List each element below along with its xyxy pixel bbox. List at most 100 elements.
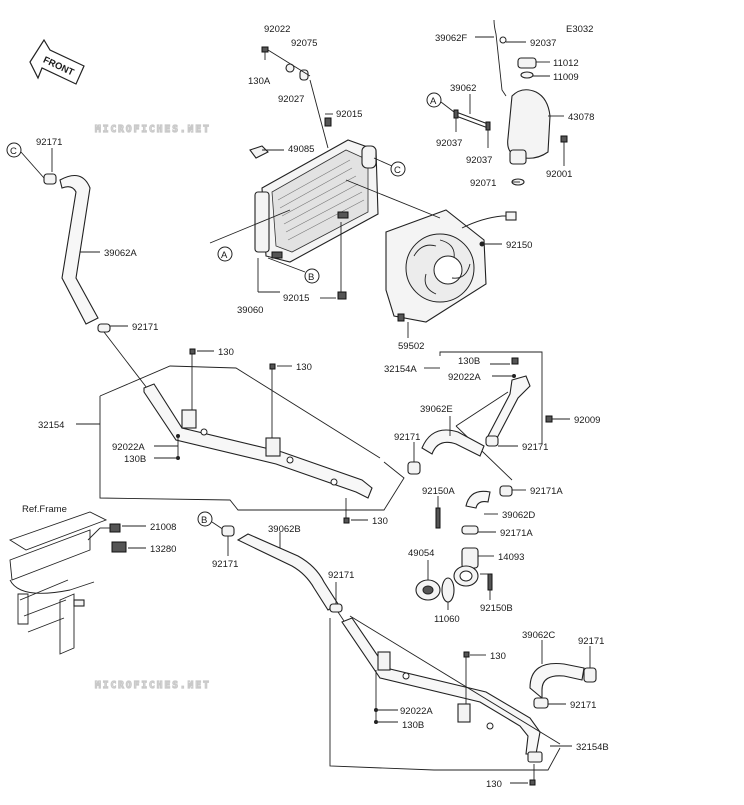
callout-B-hose-label: B	[201, 515, 207, 526]
gasket-11060	[441, 577, 455, 603]
label-11060: 11060	[434, 614, 460, 625]
label-43078: 43078	[568, 112, 594, 123]
callout-C-hose-label: C	[10, 146, 17, 157]
label-130-d: 130	[490, 651, 506, 662]
label-92171-f: 92171	[522, 442, 548, 453]
clamp-92171-b1	[221, 525, 235, 537]
reservoir-tank	[453, 19, 568, 186]
label-130B-right: 130B	[458, 356, 480, 367]
clamp-92171-mid	[97, 323, 111, 333]
label-39062B: 39062B	[268, 524, 301, 535]
label-92171-b2: 92171	[328, 570, 354, 581]
label-92027: 92027	[278, 94, 304, 105]
callout-C-radiator-label: C	[394, 165, 401, 176]
hose-39062C	[529, 662, 585, 700]
callout-A-left	[217, 246, 233, 262]
label-92015-top: 92015	[336, 109, 362, 120]
clamp-92171A-b	[461, 525, 479, 535]
label-49054: 49054	[408, 548, 434, 559]
label-21008: 21008	[150, 522, 176, 533]
label-92171-e: 92171	[394, 432, 420, 443]
clamp-92171A-a	[499, 485, 513, 497]
radiator	[249, 117, 379, 263]
label-92171-b1: 92171	[212, 559, 238, 570]
hose-39062B	[236, 533, 339, 611]
label-92171-c1: 92171	[578, 636, 604, 647]
label-92001: 92001	[546, 169, 572, 180]
callout-C-radiator	[390, 161, 406, 177]
label-92171A-b: 92171A	[500, 528, 533, 539]
label-59502: 59502	[398, 341, 424, 352]
label-130-b: 130	[296, 362, 312, 373]
callout-A-reservoir-label: A	[430, 96, 437, 107]
hose-39062A	[59, 174, 99, 325]
pipe-32154A	[485, 375, 553, 447]
label-14093: 14093	[498, 552, 524, 563]
label-92037-left: 92037	[436, 138, 462, 149]
label-92171-c2: 92171	[570, 700, 596, 711]
label-92037-mid: 92037	[466, 155, 492, 166]
label-92037-top: 92037	[530, 38, 556, 49]
hose-39062D	[465, 490, 491, 509]
label-130B-bottom: 130B	[402, 720, 424, 731]
label-92022A-right: 92022A	[448, 372, 481, 383]
label-92022A-bottom: 92022A	[400, 706, 433, 717]
label-92150A: 92150A	[422, 486, 455, 497]
pipe-assembly-32154	[103, 331, 373, 499]
label-39062F: 39062F	[435, 33, 467, 44]
bracket-21008	[109, 523, 121, 533]
label-92022-top: 92022	[264, 24, 290, 35]
label-32154A: 32154A	[384, 364, 417, 375]
diagram-code: E3032	[566, 24, 593, 35]
label-92075: 92075	[291, 38, 317, 49]
pipe-assembly-32154B	[337, 611, 543, 763]
label-92015-bot: 92015	[283, 293, 309, 304]
label-130-c: 130	[372, 516, 388, 527]
label-92150: 92150	[506, 240, 532, 251]
bolt-cluster-top	[261, 46, 329, 149]
clamp-92171-c2	[533, 697, 549, 709]
label-39062E: 39062E	[420, 404, 453, 415]
label-92171A-a: 92171A	[530, 486, 563, 497]
label-92171-topleft: 92171	[36, 137, 62, 148]
clamp-92171-topleft	[43, 173, 57, 185]
label-130-a: 130	[218, 347, 234, 358]
front-arrow-icon: FRONT	[29, 38, 85, 85]
label-11009: 11009	[553, 72, 579, 83]
label-39062D: 39062D	[502, 510, 535, 521]
label-39062C: 39062C	[522, 630, 555, 641]
label-32154B: 32154B	[576, 742, 609, 753]
label-49085: 49085	[288, 144, 314, 155]
hose-39062E	[421, 429, 485, 457]
label-92171-mid: 92171	[132, 322, 158, 333]
clamp-92171-c1	[583, 667, 597, 683]
label-130-e: 130	[486, 779, 502, 790]
label-39062A: 39062A	[104, 248, 137, 259]
label-92009: 92009	[574, 415, 600, 426]
label-130A: 130A	[248, 76, 271, 87]
label-39062: 39062	[450, 83, 476, 94]
watermark-bottom: MICROFICHES.NET	[95, 680, 211, 691]
callout-B-hose	[197, 511, 213, 527]
fan-assembly	[385, 209, 517, 323]
callout-B-radiator-label: B	[308, 272, 314, 283]
thermostat-49054	[415, 579, 441, 601]
bolt-92150B	[487, 573, 493, 591]
frame-section	[8, 511, 108, 655]
callout-C-hose	[6, 142, 22, 158]
label-92150B: 92150B	[480, 603, 513, 614]
callout-A-reservoir	[426, 92, 442, 108]
watermark-top: MICROFICHES.NET	[95, 124, 211, 135]
clamp-92171-e	[407, 461, 421, 475]
grommet-13280	[111, 541, 127, 553]
label-39060: 39060	[237, 305, 263, 316]
label-92022A-left: 92022A	[112, 442, 145, 453]
label-130B-left: 130B	[124, 454, 146, 465]
thermostat-housing-14093	[453, 547, 479, 587]
label-13280: 13280	[150, 544, 176, 555]
bolt-92150A	[435, 507, 441, 529]
callout-A-left-label: A	[221, 250, 228, 261]
label-11012: 11012	[553, 58, 579, 69]
